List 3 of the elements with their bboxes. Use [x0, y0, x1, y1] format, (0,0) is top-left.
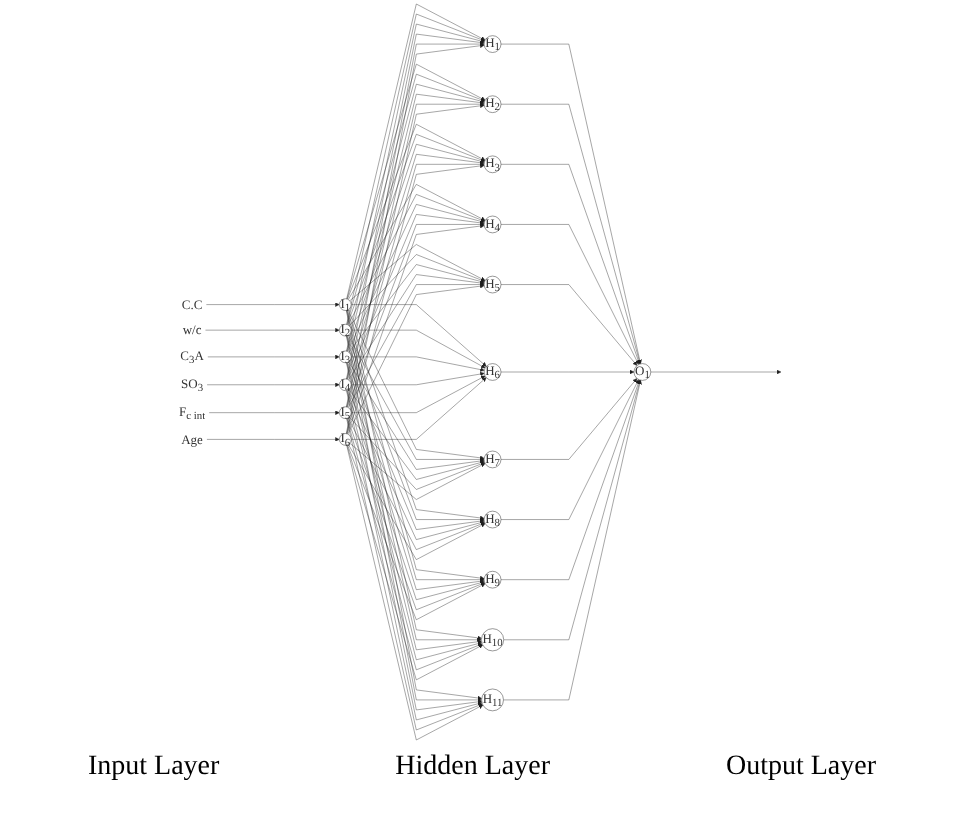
layer-label: Hidden Layer	[393, 750, 553, 786]
layer-label: Input Layer	[85, 750, 222, 786]
layer-label: Output Layer	[723, 750, 879, 786]
